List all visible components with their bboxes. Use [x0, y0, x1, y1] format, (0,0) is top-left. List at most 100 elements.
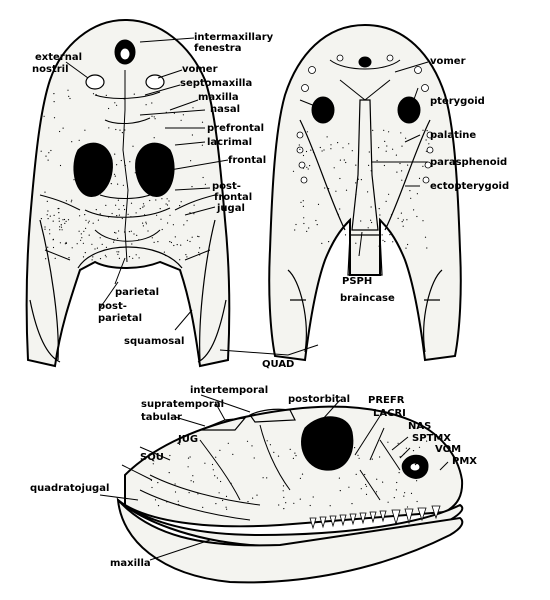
- stipple-dot: [371, 221, 373, 224]
- stipple-dot: [173, 112, 175, 114]
- stipple-dot: [139, 169, 141, 171]
- stipple-dot: [187, 457, 190, 459]
- stipple-dot: [154, 118, 156, 120]
- stipple-dot: [416, 193, 418, 195]
- stipple-dot: [220, 480, 222, 483]
- stipple-dot: [83, 230, 85, 232]
- stipple-dot: [172, 224, 174, 226]
- stipple-dot: [399, 162, 401, 165]
- stipple-dot: [191, 134, 193, 136]
- stipple-dot: [130, 216, 132, 218]
- stipple-dot: [165, 203, 167, 205]
- stipple-dot: [379, 456, 381, 458]
- stipple-dot: [309, 165, 311, 167]
- stipple-dot: [142, 225, 144, 227]
- stipple-dot: [123, 231, 126, 233]
- stipple-dot: [174, 483, 176, 485]
- stipple-dot: [92, 93, 95, 95]
- stipple-dot: [166, 501, 168, 503]
- stipple-dot: [342, 147, 344, 149]
- stipple-dot: [183, 224, 185, 226]
- stipple-dot: [47, 218, 49, 220]
- stipple-dot: [333, 240, 335, 242]
- stipple-dot: [349, 239, 351, 242]
- stipple-dot: [216, 477, 218, 479]
- stipple-dot: [84, 252, 86, 254]
- stipple-dot: [115, 128, 117, 131]
- label-vomer-ventral: vomer: [430, 56, 466, 67]
- stipple-dot: [282, 485, 285, 487]
- label-squ: SQU: [140, 452, 164, 463]
- stipple-dot: [95, 209, 97, 211]
- stipple-dot: [180, 119, 182, 121]
- stipple-dot: [145, 104, 147, 106]
- ventral-right-pterygoid-flange: [384, 119, 431, 231]
- label-nas: NAS: [408, 421, 431, 432]
- stipple-dot: [99, 148, 101, 151]
- stipple-dot: [130, 230, 132, 232]
- stipple-dot: [338, 477, 340, 479]
- stipple-dot: [283, 496, 285, 498]
- stipple-dot: [114, 153, 116, 155]
- stipple-dot: [401, 170, 403, 172]
- label-intermaxillary-fenestra-line2: fenestra: [194, 43, 241, 54]
- stipple-dot: [384, 240, 386, 243]
- stipple-dot: [186, 256, 188, 258]
- stipple-dot: [108, 107, 110, 110]
- stipple-dot: [253, 457, 255, 459]
- stipple-dot: [370, 206, 372, 208]
- stipple-dot: [192, 475, 194, 477]
- stipple-dot: [87, 222, 89, 224]
- stipple-dot: [367, 227, 369, 229]
- stipple-dot: [91, 259, 93, 261]
- dorsal-cheek-sutures: [39, 194, 216, 261]
- stipple-dot: [97, 219, 99, 221]
- stipple-dot: [387, 441, 389, 443]
- stipple-dot: [368, 164, 370, 166]
- stipple-dot: [292, 457, 294, 459]
- stipple-dot: [151, 237, 153, 239]
- stipple-dot: [339, 177, 341, 180]
- stipple-dot: [152, 463, 154, 465]
- stipple-dot: [222, 499, 224, 502]
- stipple-dot: [376, 478, 378, 480]
- stipple-dot: [139, 159, 141, 161]
- stipple-dot: [201, 121, 204, 123]
- stipple-dot: [401, 145, 403, 147]
- stipple-dot: [65, 241, 67, 244]
- stipple-dot: [136, 234, 138, 236]
- stipple-dot: [178, 503, 180, 506]
- stipple-dot: [298, 144, 300, 146]
- stipple-dot: [303, 222, 305, 225]
- stipple-dot: [302, 205, 304, 207]
- stipple-dot: [256, 494, 258, 496]
- stipple-dot: [133, 93, 135, 95]
- stipple-dot: [157, 505, 160, 507]
- stipple-dot: [375, 491, 378, 493]
- stipple-dot: [105, 246, 107, 248]
- stipple-dot: [59, 229, 61, 231]
- intermaxillary-fenestra-inner: [119, 47, 131, 61]
- stipple-dot: [348, 143, 350, 145]
- stipple-dot: [407, 243, 409, 246]
- ventral-view: [268, 23, 462, 362]
- stipple-dot: [398, 472, 400, 474]
- label-lacri: LACRI: [373, 408, 406, 419]
- stipple-dot: [202, 506, 204, 508]
- label-tabular: tabular: [141, 412, 182, 423]
- stipple-dot: [113, 239, 115, 241]
- stipple-dot: [410, 197, 412, 199]
- stipple-dot: [419, 439, 421, 442]
- stipple-dot: [247, 501, 249, 503]
- ventral-vomer-area: [329, 59, 401, 101]
- stipple-dot: [121, 217, 123, 220]
- stipple-dot: [91, 243, 93, 245]
- left-choana: [311, 96, 335, 124]
- stipple-dot: [176, 244, 178, 246]
- stipple-dot: [127, 213, 129, 215]
- stipple-dot: [185, 254, 187, 256]
- stipple-dot: [372, 129, 374, 131]
- stipple-dot: [425, 150, 427, 152]
- stipple-dot: [180, 244, 182, 246]
- stipple-dot: [225, 495, 228, 497]
